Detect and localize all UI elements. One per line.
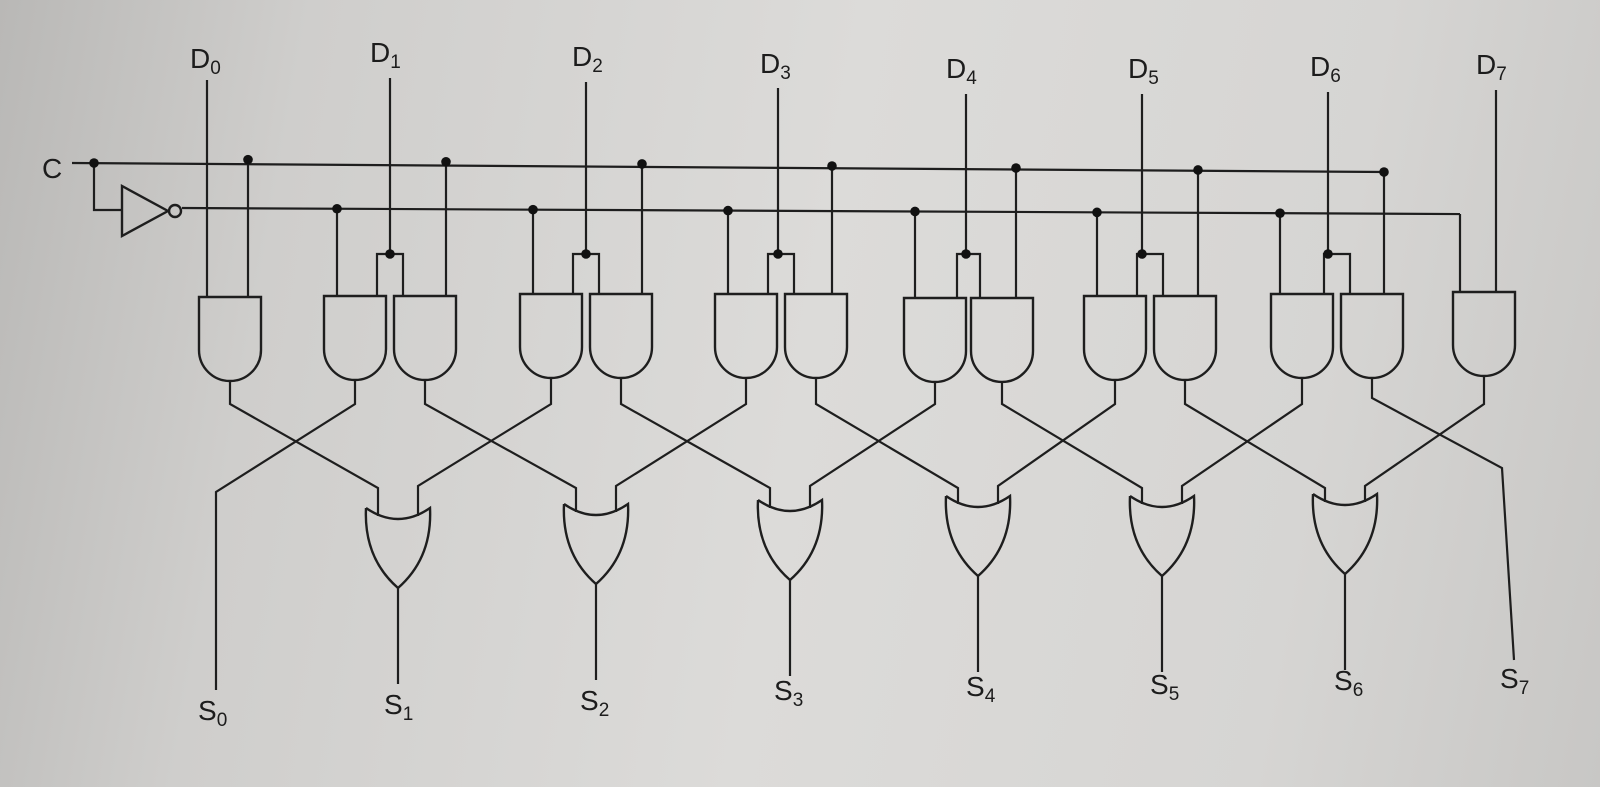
or-gate-1	[364, 505, 432, 590]
wire-d5-split	[1135, 252, 1165, 296]
and-gate-0	[197, 295, 263, 383]
wire-or-5-left	[1000, 382, 1144, 504]
and-gate-4b	[969, 296, 1035, 384]
output-label-s5: S5	[1150, 669, 1179, 705]
junction-dot-cbar-6	[1275, 208, 1285, 218]
control-label: C	[42, 153, 62, 184]
input-labels: D0 D1 D2 D3 D4 D5 D6 D7	[190, 37, 1507, 89]
or-gate-6	[1311, 491, 1379, 576]
wires	[71, 78, 1516, 690]
wire-or-3-left	[619, 378, 772, 508]
junction-dot-c-6	[1379, 167, 1389, 177]
wire-or-3-right	[808, 382, 937, 508]
input-label-d4: D4	[946, 53, 977, 89]
or-gate-2	[562, 501, 630, 586]
control-rail	[71, 161, 1387, 174]
input-label-d2: D2	[572, 41, 603, 77]
and-gate-2b	[588, 292, 654, 380]
control-branch-to-inverter	[92, 163, 122, 212]
or-gate-5	[1128, 493, 1196, 578]
junction-dot-d3	[773, 249, 783, 259]
wire-or-6-right	[1363, 376, 1486, 502]
output-label-s0: S0	[198, 695, 227, 731]
input-label-d3: D3	[760, 48, 791, 84]
and-gate-3a	[713, 292, 779, 380]
gates	[120, 183, 1517, 590]
wire-or-4-right	[996, 380, 1117, 504]
output-label-s4: S4	[966, 671, 996, 707]
junction-dot-c-3	[827, 161, 837, 171]
and-gate-6b	[1339, 292, 1405, 380]
and-gate-6a	[1269, 292, 1335, 380]
input-label-d5: D5	[1128, 53, 1159, 89]
output-label-s7: S7	[1500, 663, 1529, 699]
junction-dot-c-1	[441, 157, 451, 167]
junction-dot-cbar-5	[1092, 207, 1102, 218]
and-gate-5a	[1082, 294, 1148, 382]
junction-dot-cbar-1	[332, 203, 342, 214]
junction-dot-c-4	[1011, 163, 1021, 173]
and-gate-2a	[518, 292, 584, 380]
input-label-d7: D7	[1476, 49, 1507, 85]
or-gate-3	[756, 497, 824, 582]
output-label-s2: S2	[580, 685, 609, 721]
and-gate-1a	[322, 294, 388, 382]
junction-dot-c-2	[637, 159, 647, 169]
output-label-s6: S6	[1334, 665, 1363, 701]
junction-dots	[89, 154, 1389, 259]
wire-d4-split	[955, 252, 982, 298]
and-gate-7	[1451, 290, 1517, 378]
wire-or-5-right	[1180, 378, 1304, 504]
and-gate-1b	[392, 294, 458, 382]
junction-dot-0	[243, 154, 253, 165]
and-gate-3b	[783, 292, 849, 380]
input-label-d0: D0	[190, 43, 221, 79]
wire-or-6-left	[1183, 380, 1327, 502]
junction-dot-cbar-4	[910, 206, 920, 217]
wire-or-1-right	[416, 378, 553, 516]
inverter-gate	[120, 183, 171, 239]
or-gate-4	[944, 493, 1012, 578]
junction-dot-c	[89, 158, 99, 168]
wire-or-2-right	[614, 378, 748, 512]
output-label-s3: S3	[774, 675, 803, 711]
output-labels: S0 S1 S2 S3 S4 S5 S6 S7	[198, 663, 1529, 731]
junction-dot-d2	[581, 249, 591, 259]
wire-or-1-left	[228, 381, 380, 516]
wire-to-s0	[214, 380, 357, 690]
junction-dot-d6	[1323, 249, 1333, 259]
junction-dot-c-5	[1193, 165, 1203, 175]
junction-dot-d4	[961, 249, 971, 259]
control-bar-rail	[181, 206, 1461, 216]
and-gate-4a	[902, 296, 968, 384]
junction-dot-d5	[1137, 249, 1147, 259]
input-label-d6: D6	[1310, 51, 1341, 87]
wire-or-2-left	[423, 380, 578, 512]
junction-dot-cbar-3	[723, 205, 733, 216]
and-gate-5b	[1152, 294, 1218, 382]
input-label-d1: D1	[370, 37, 401, 73]
wire-d3-split	[766, 252, 796, 294]
junction-dot-d1	[385, 249, 395, 259]
wire-d1-split	[375, 252, 405, 296]
wire-d6-split	[1322, 252, 1352, 294]
wire-d2-split	[571, 252, 601, 294]
output-label-s1: S1	[384, 689, 413, 725]
wire-to-s7	[1370, 378, 1516, 661]
junction-dot-cbar-2	[528, 204, 538, 215]
inverter-bubble	[167, 203, 183, 219]
wire-or-4-left	[814, 378, 960, 504]
